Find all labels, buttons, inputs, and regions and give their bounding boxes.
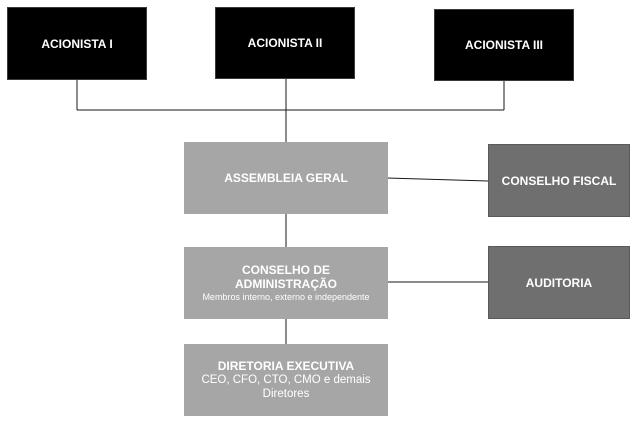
diretoria-executiva-subtitle-line1: CEO, CFO, CTO, CMO e demais [201, 374, 371, 386]
conselho-administracao-subtitle: Membros interno, externo e independente [202, 292, 370, 302]
conselho-fiscal-box: CONSELHO FISCAL [488, 144, 630, 217]
diretoria-executiva-title: DIRETORIA EXECUTIVA [217, 359, 355, 373]
conselho-administracao-title-line2: ADMINISTRAÇÃO [235, 277, 337, 291]
shareholder-label: ACIONISTA II [247, 36, 323, 50]
assembleia-geral-box: ASSEMBLEIA GERAL [184, 142, 388, 214]
shareholder-box-2: ACIONISTA II [215, 7, 355, 79]
auditoria-box: AUDITORIA [488, 246, 630, 319]
conselho-fiscal-label: CONSELHO FISCAL [501, 173, 617, 188]
connector-assembleia-to-fiscal [386, 177, 489, 182]
shareholder-box-3: ACIONISTA III [434, 9, 574, 81]
shareholder-box-1: ACIONISTA I [7, 7, 147, 80]
shareholder-label: ACIONISTA I [41, 36, 113, 51]
assembleia-geral-label: ASSEMBLEIA GERAL [224, 171, 348, 185]
auditoria-label: AUDITORIA [525, 275, 593, 290]
shareholder-label: ACIONISTA III [465, 38, 543, 52]
conselho-administracao-box: CONSELHO DE ADMINISTRAÇÃO Membros intern… [184, 247, 388, 319]
diretoria-executiva-subtitle-line2: Diretores [262, 388, 310, 400]
diretoria-executiva-box: DIRETORIA EXECUTIVA CEO, CFO, CTO, CMO e… [184, 344, 388, 416]
conselho-administracao-title-line1: CONSELHO DE [241, 263, 330, 277]
